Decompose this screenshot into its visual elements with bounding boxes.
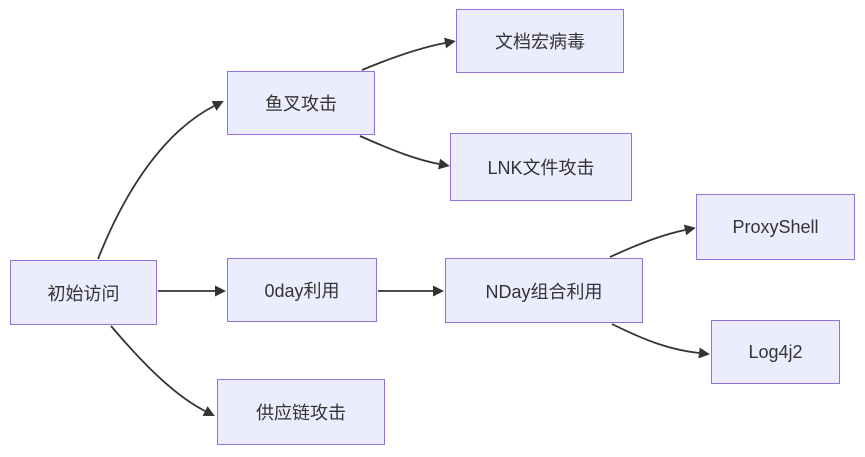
- node-supply-chain: 供应链攻击: [217, 379, 385, 445]
- node-label-initial-access: 初始访问: [47, 283, 120, 304]
- node-label-lnk-attack: LNK文件攻击: [487, 158, 595, 178]
- node-label-proxyshell: ProxyShell: [732, 216, 819, 237]
- node-nday-combo: NDay组合利用: [445, 258, 643, 323]
- node-label-zero-day: 0day利用: [264, 281, 340, 301]
- node-label-doc-macro-virus: 文档宏病毒: [495, 32, 585, 52]
- node-label-spear-phishing: 鱼叉攻击: [265, 94, 337, 114]
- edge-nday-combo-to-log4j2: [611, 323, 710, 359]
- node-spear-phishing: 鱼叉攻击: [227, 71, 375, 135]
- edge-initial-access-to-spear-phishing: [97, 100, 224, 260]
- edge-spear-phishing-to-doc-macro-virus: [361, 37, 456, 71]
- edge-nday-combo-to-proxyshell: [609, 224, 696, 258]
- node-initial-access: 初始访问: [10, 260, 157, 325]
- node-label-supply-chain: 供应链攻击: [256, 403, 346, 423]
- node-doc-macro-virus: 文档宏病毒: [456, 9, 624, 73]
- node-log4j2: Log4j2: [711, 320, 840, 384]
- node-lnk-attack: LNK文件攻击: [450, 133, 632, 201]
- edge-initial-access-to-supply-chain: [110, 325, 215, 417]
- node-label-log4j2: Log4j2: [748, 341, 803, 362]
- node-zero-day: 0day利用: [227, 258, 377, 322]
- node-proxyshell: ProxyShell: [696, 194, 855, 260]
- node-label-nday-combo: NDay组合利用: [485, 281, 603, 302]
- edge-spear-phishing-to-lnk-attack: [359, 135, 450, 170]
